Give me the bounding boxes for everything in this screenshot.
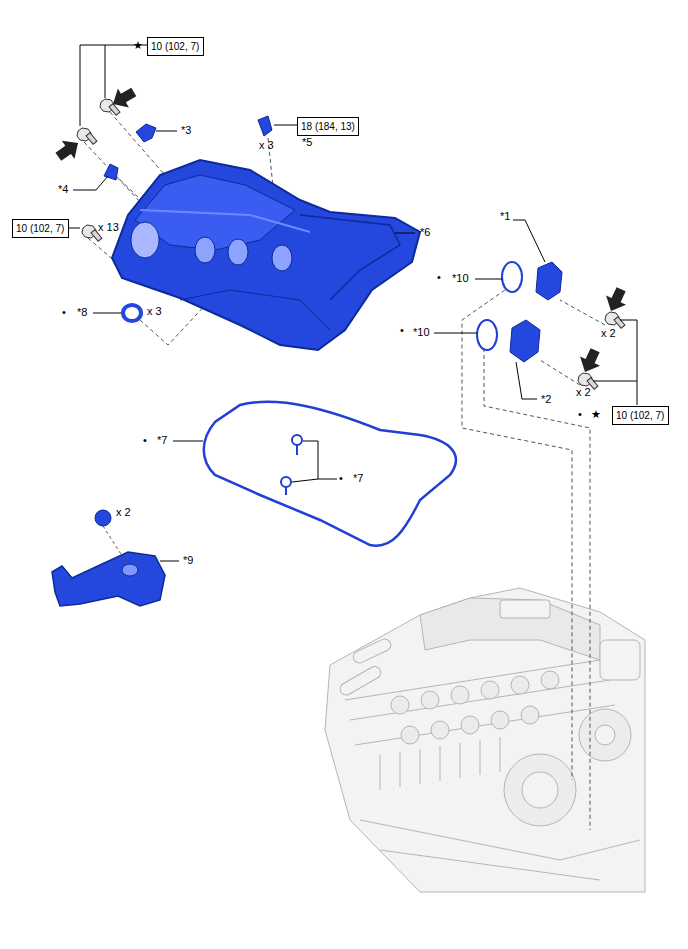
callout-number: *1: [500, 210, 510, 223]
callout-number: *3: [181, 124, 191, 137]
callout-number: *9: [183, 554, 193, 567]
callout-number: *8: [77, 306, 87, 319]
callout-number: *5: [302, 136, 312, 149]
non-reusable-mark: •: [400, 324, 404, 337]
oil-seal: [123, 305, 141, 321]
non-reusable-mark: •: [143, 434, 147, 447]
callout-number: *7: [157, 434, 167, 447]
quantity: x 13: [98, 221, 119, 234]
non-reusable-mark: •: [578, 408, 582, 421]
quantity: x 3: [259, 139, 274, 152]
non-reusable-mark: •: [339, 472, 343, 485]
torque-value: 10 (102, 7): [16, 223, 64, 234]
callout-number: *10: [413, 326, 430, 339]
non-reusable-mark: •: [62, 306, 66, 319]
precoated-mark: ★: [133, 39, 143, 52]
quantity: x 3: [147, 305, 162, 318]
non-reusable-mark: •: [437, 271, 441, 284]
quantity: x 2: [576, 386, 591, 399]
torque-value: 10 (102, 7): [616, 410, 664, 421]
cylinder-head-cover: [112, 160, 420, 350]
torque-spec-box: 10 (102, 7): [12, 219, 69, 238]
torque-value: 18 (184, 13): [301, 121, 355, 132]
callout-number: *10: [452, 272, 469, 285]
callout-number: *2: [541, 393, 551, 406]
callout-number: *7: [353, 472, 363, 485]
leader-line: [66, 45, 637, 561]
torque-spec-box: 18 (184, 13): [297, 117, 359, 136]
sensor-part: [104, 116, 272, 180]
torque-value: 10 (102, 7): [151, 41, 199, 52]
torque-spec-box: 10 (102, 7): [147, 37, 204, 56]
engine-sketch: [325, 588, 645, 892]
callout-number: *6: [420, 226, 430, 239]
gasket: [204, 402, 456, 546]
quantity: x 2: [116, 506, 131, 519]
bracket: [52, 552, 165, 606]
quantity: x 2: [601, 327, 616, 340]
precoated-mark: ★: [591, 408, 601, 421]
dashed-guide: [84, 112, 605, 830]
callout-number: *4: [58, 183, 68, 196]
torque-spec-box: 10 (102, 7): [612, 406, 669, 425]
